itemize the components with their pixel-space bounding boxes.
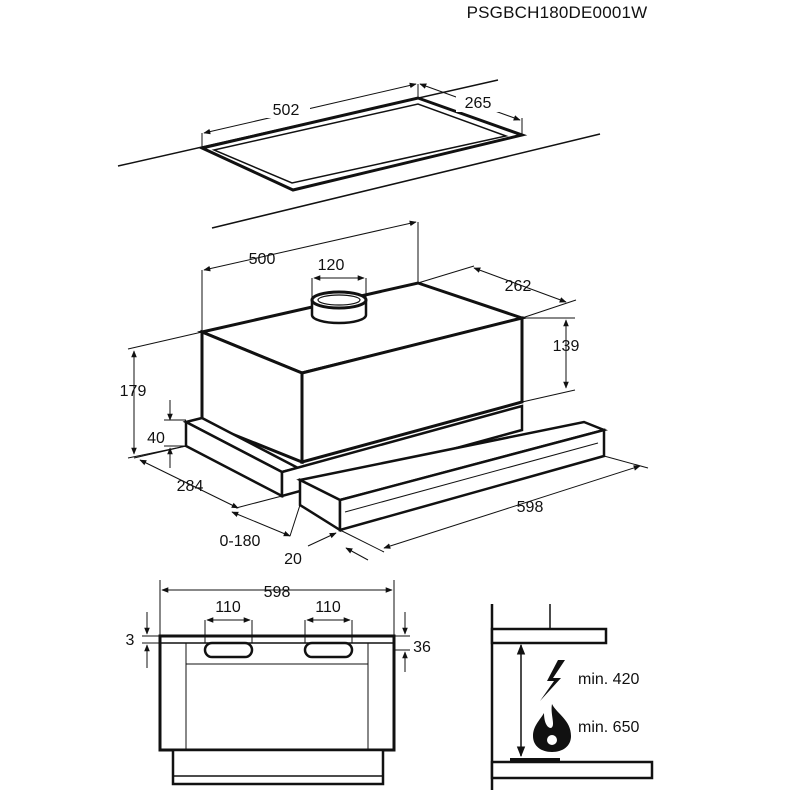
ceiling-cutout xyxy=(117,79,601,229)
body-height-label: 139 xyxy=(553,338,580,355)
front-width-top-label: 598 xyxy=(264,584,291,601)
total-height-label: 179 xyxy=(120,383,147,400)
extension-label: 0-180 xyxy=(220,533,261,550)
front-width-label: 598 xyxy=(517,499,544,516)
top-offset-label: 3 xyxy=(126,632,135,649)
vent-offset-label: 36 xyxy=(413,639,431,656)
cutout-width-label: 502 xyxy=(273,102,300,119)
drawing-code: PSGBCH180DE0001W xyxy=(467,3,648,22)
left-vent-width-label: 110 xyxy=(215,599,241,616)
hood-width-label: 500 xyxy=(249,251,276,268)
flame-core xyxy=(547,735,557,745)
installation-diagram xyxy=(490,604,654,790)
panel-thickness-label: 20 xyxy=(284,551,302,568)
gas-min-label: min. 650 xyxy=(578,719,639,736)
electric-min-label: min. 420 xyxy=(578,671,639,688)
hood-depth-label: 262 xyxy=(505,278,532,295)
duct-diameter-label: 120 xyxy=(318,257,345,274)
hood-isometric xyxy=(182,281,608,533)
lightning-bolt-icon xyxy=(540,660,565,701)
cutout-depth-label: 265 xyxy=(465,95,492,112)
front-view xyxy=(142,580,410,786)
hood-dimension-lines xyxy=(127,220,649,561)
front-height-label: 40 xyxy=(147,430,165,447)
right-vent-width-label: 110 xyxy=(315,599,341,616)
flame-icon xyxy=(533,704,571,752)
front-depth-label: 284 xyxy=(177,478,204,495)
